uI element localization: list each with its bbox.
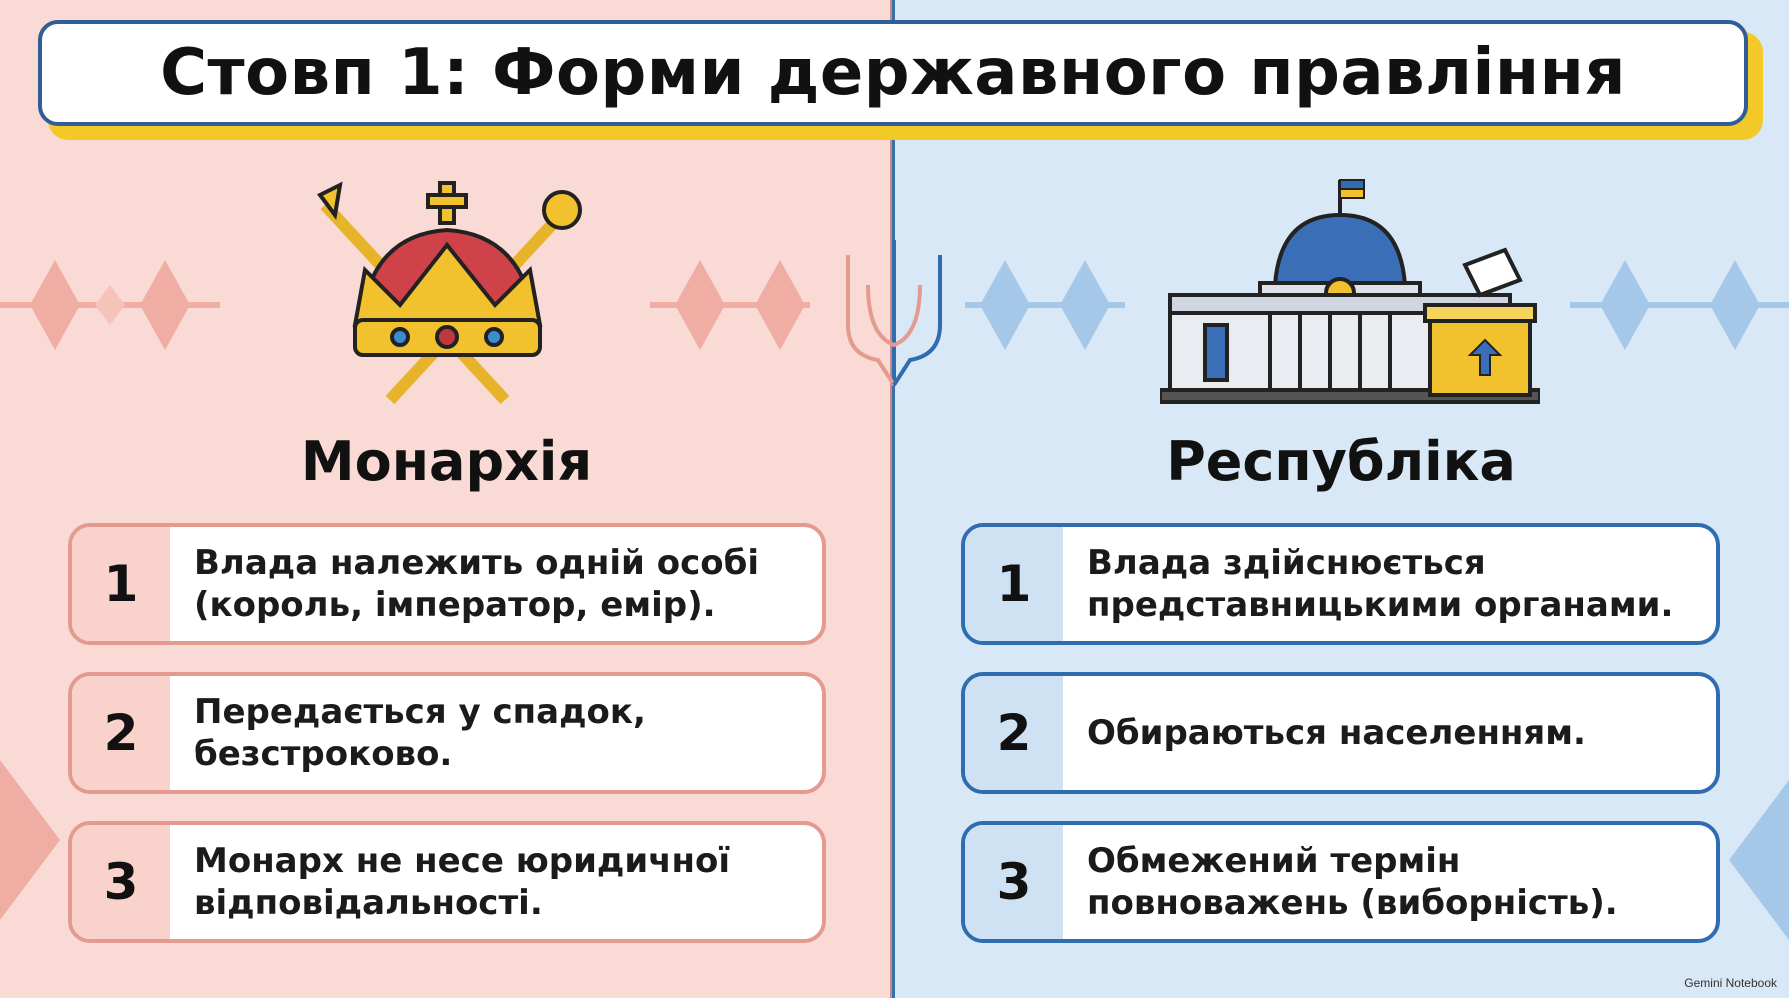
trident-icon [846, 240, 942, 387]
embroidery-ornament-right-2 [1570, 260, 1789, 350]
parliament-building-ballot-box-icon [1160, 179, 1540, 404]
item-text: Обираються населенням. [1087, 712, 1586, 753]
page-title: Стовп 1: Форми державного правління [160, 36, 1626, 110]
embroidery-ornament-left-bottom [0, 760, 60, 920]
item-text: Монарх не несе юридичної відповідальност… [194, 840, 731, 924]
watermark: Gemini Notebook [1684, 976, 1777, 990]
item-text: Передається у спадок, безстроково. [194, 691, 646, 775]
embroidery-ornament-right-1 [965, 260, 1125, 350]
republic-item-3: 3 Обмежений термін повноважень (виборніс… [961, 821, 1720, 943]
item-number: 1 [72, 527, 170, 641]
item-text: Влада належить одній особі (король, імпе… [194, 542, 759, 626]
item-number: 1 [965, 527, 1063, 641]
item-number: 3 [965, 825, 1063, 939]
republic-item-2: 2 Обираються населенням. [961, 672, 1720, 794]
title-banner: Стовп 1: Форми державного правління [38, 20, 1748, 126]
embroidery-ornament-left-2 [650, 260, 810, 350]
item-number: 3 [72, 825, 170, 939]
monarchy-item-2: 2 Передається у спадок, безстроково. [68, 672, 826, 794]
center-divider [890, 0, 895, 998]
item-number: 2 [965, 676, 1063, 790]
item-text: Обмежений термін повноважень (виборність… [1087, 840, 1618, 924]
item-text: Влада здійснюється представницькими орга… [1087, 542, 1674, 626]
embroidery-ornament-right-bottom [1729, 780, 1789, 940]
monarchy-heading: Монархія [300, 430, 593, 493]
item-number: 2 [72, 676, 170, 790]
embroidery-ornament-left-1 [0, 260, 220, 350]
monarchy-item-3: 3 Монарх не несе юридичної відповідально… [68, 821, 826, 943]
republic-heading: Республіка [1166, 430, 1516, 493]
crown-with-scepters-icon [316, 181, 582, 405]
monarchy-item-1: 1 Влада належить одній особі (король, ім… [68, 523, 826, 645]
republic-item-1: 1 Влада здійснюється представницькими ор… [961, 523, 1720, 645]
